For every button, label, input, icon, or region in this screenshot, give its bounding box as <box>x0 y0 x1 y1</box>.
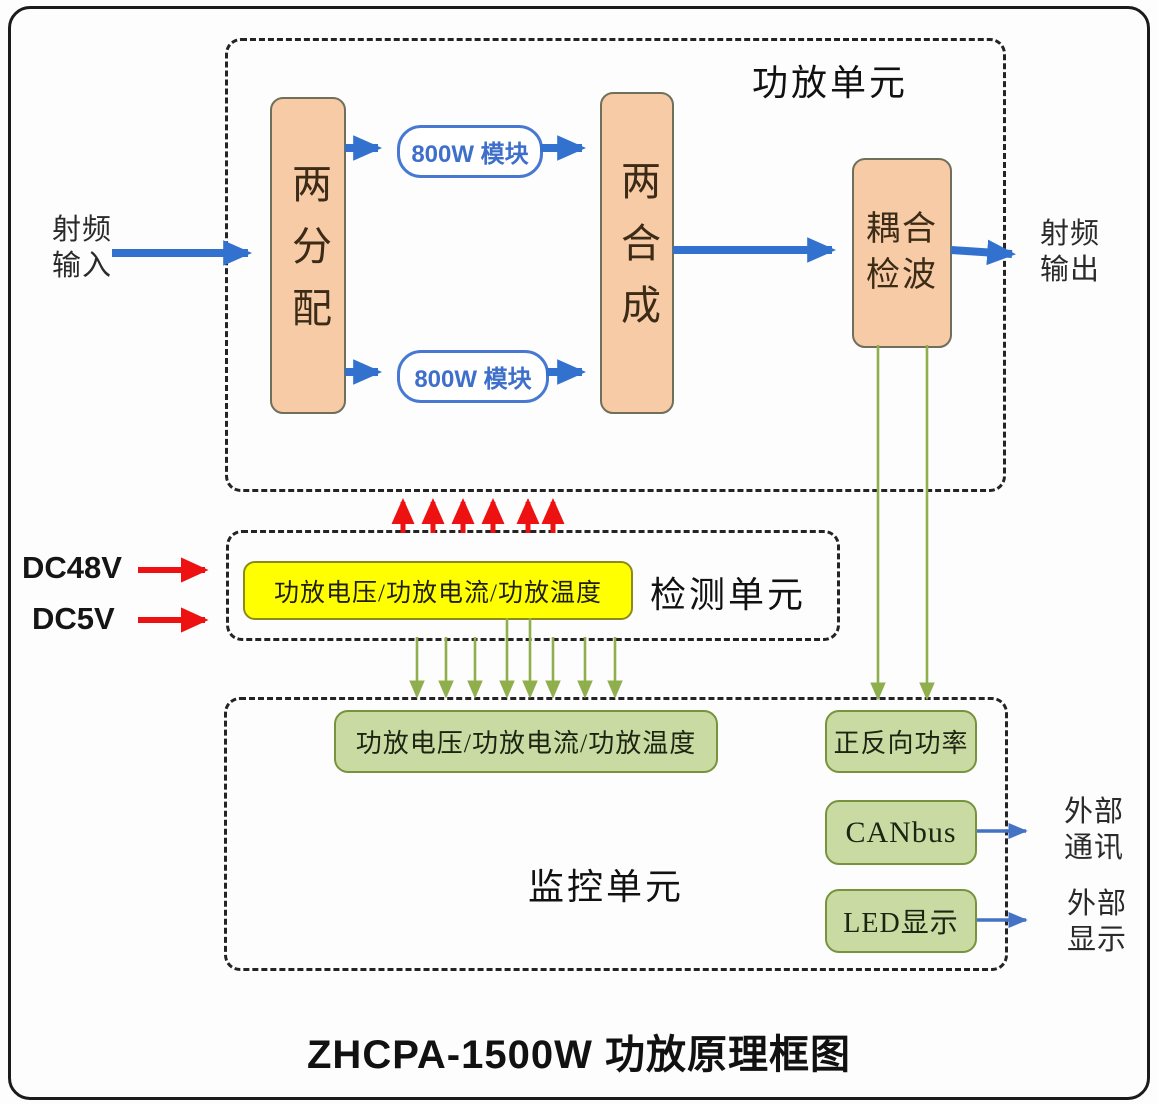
external-display-label: 外部 显示 <box>1066 888 1127 957</box>
combiner-block: 两合成 <box>600 92 674 414</box>
monitor-unit-label: 监控单元 <box>528 867 685 907</box>
diagram-outer-border <box>8 6 1150 1100</box>
rf-output-label: 射频 输出 <box>1039 218 1100 287</box>
external-comm-label: 外部 通讯 <box>1063 796 1124 865</box>
canbus-block: CANbus <box>825 800 977 865</box>
combiner-label: 两合成 <box>615 160 660 346</box>
amplifier-unit-label: 功放单元 <box>752 63 909 103</box>
detection-signals-block: 功放电压/功放电流/功放温度 <box>243 561 633 620</box>
detection-unit-label: 检测单元 <box>650 575 807 615</box>
diagram-title: ZHCPA-1500W 功放原理框图 <box>307 1033 851 1077</box>
coupler-detector-label: 耦合 检波 <box>866 211 938 294</box>
module-800w-bottom: 800W 模块 <box>397 350 549 403</box>
coupler-detector-block: 耦合 检波 <box>852 158 952 348</box>
splitter-label: 两分配 <box>286 162 331 349</box>
monitor-signals-block: 功放电压/功放电流/功放温度 <box>334 710 718 773</box>
dc5v-label: DC5V <box>32 601 115 636</box>
led-display-block: LED显示 <box>825 889 977 953</box>
detection-unit-box <box>226 530 840 641</box>
module-800w-top: 800W 模块 <box>397 125 543 178</box>
splitter-block: 两分配 <box>270 97 346 414</box>
forward-reverse-power-block: 正反向功率 <box>825 710 977 773</box>
rf-input-label: 射频 输入 <box>51 214 112 283</box>
dc48v-label: DC48V <box>22 550 122 585</box>
